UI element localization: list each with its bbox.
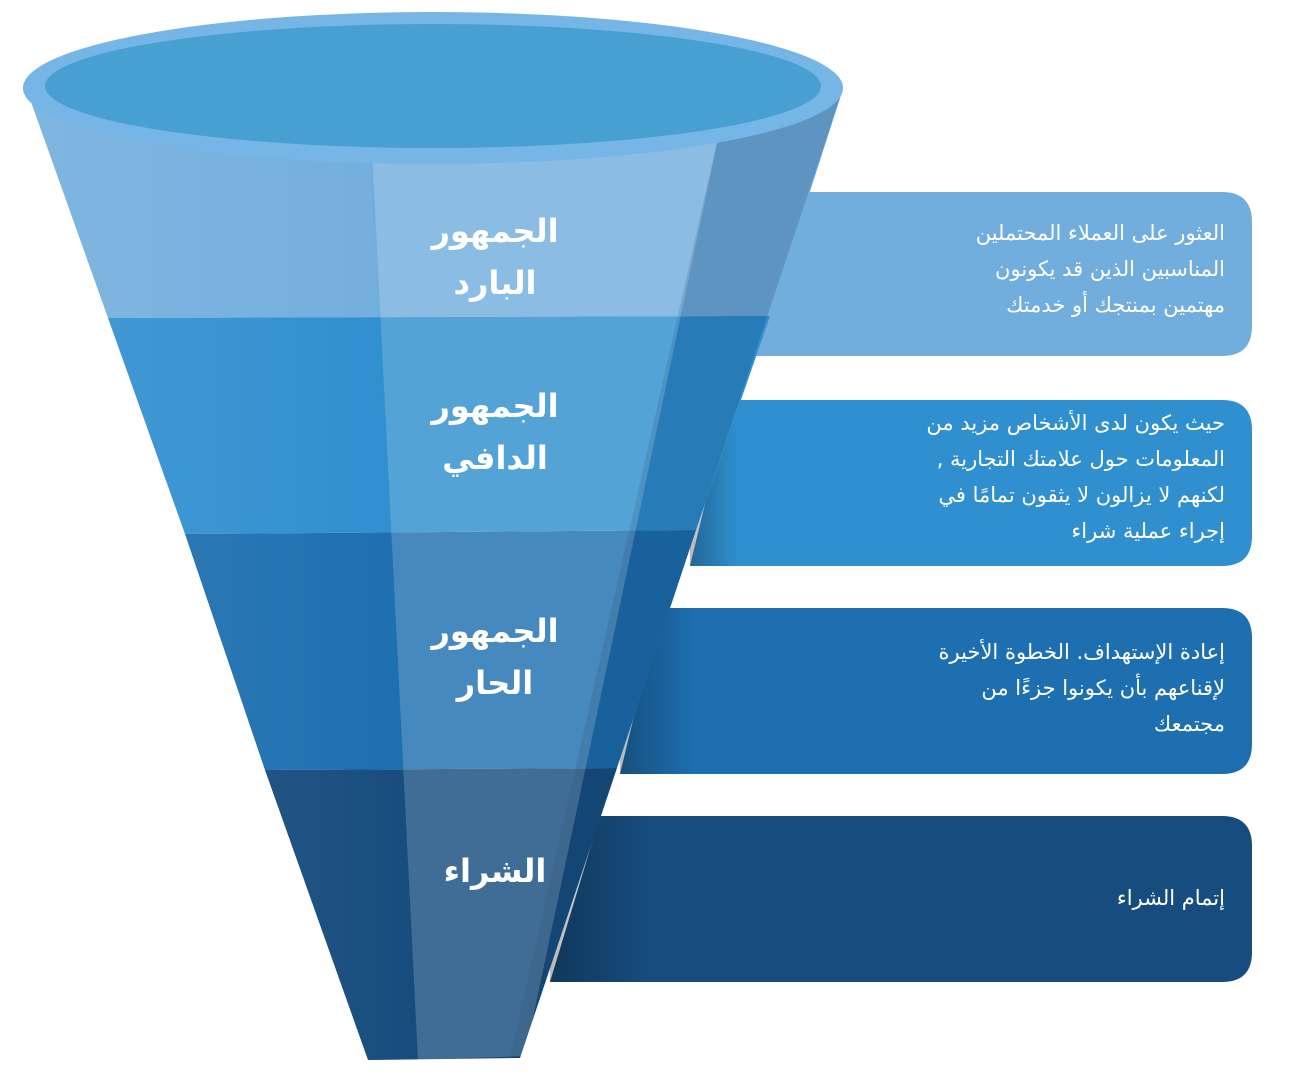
stage-description-hot: إعادة الإستهداف. الخطوة الأخيرة لإقناعهم… — [938, 640, 1225, 736]
stage-label-hot: الجمهور الحار — [431, 612, 559, 702]
stage-label-purchase: الشراء — [443, 852, 547, 890]
stage-label-warm: الجمهور الدافي — [431, 387, 559, 477]
funnel-right-shadow — [510, 92, 842, 1058]
stage-description-warm: حيث يكون لدى الأشخاص مزيد من المعلومات ح… — [926, 411, 1225, 543]
funnel-left-highlight — [25, 85, 418, 1060]
funnel-rim-inner — [45, 24, 821, 148]
funnel-center-band — [372, 120, 722, 1060]
panel-warm — [690, 400, 1252, 566]
funnel-body — [23, 12, 843, 1060]
stage-description-purchase: إتمام الشراء — [1116, 886, 1225, 910]
stage-label-cold: الجمهور البارد — [431, 212, 559, 302]
stage-description-cold: العثور على العملاء المحتملين المناسبين ا… — [975, 221, 1225, 317]
panel-purchase-shade — [550, 816, 835, 982]
panel-cold — [720, 192, 1252, 356]
